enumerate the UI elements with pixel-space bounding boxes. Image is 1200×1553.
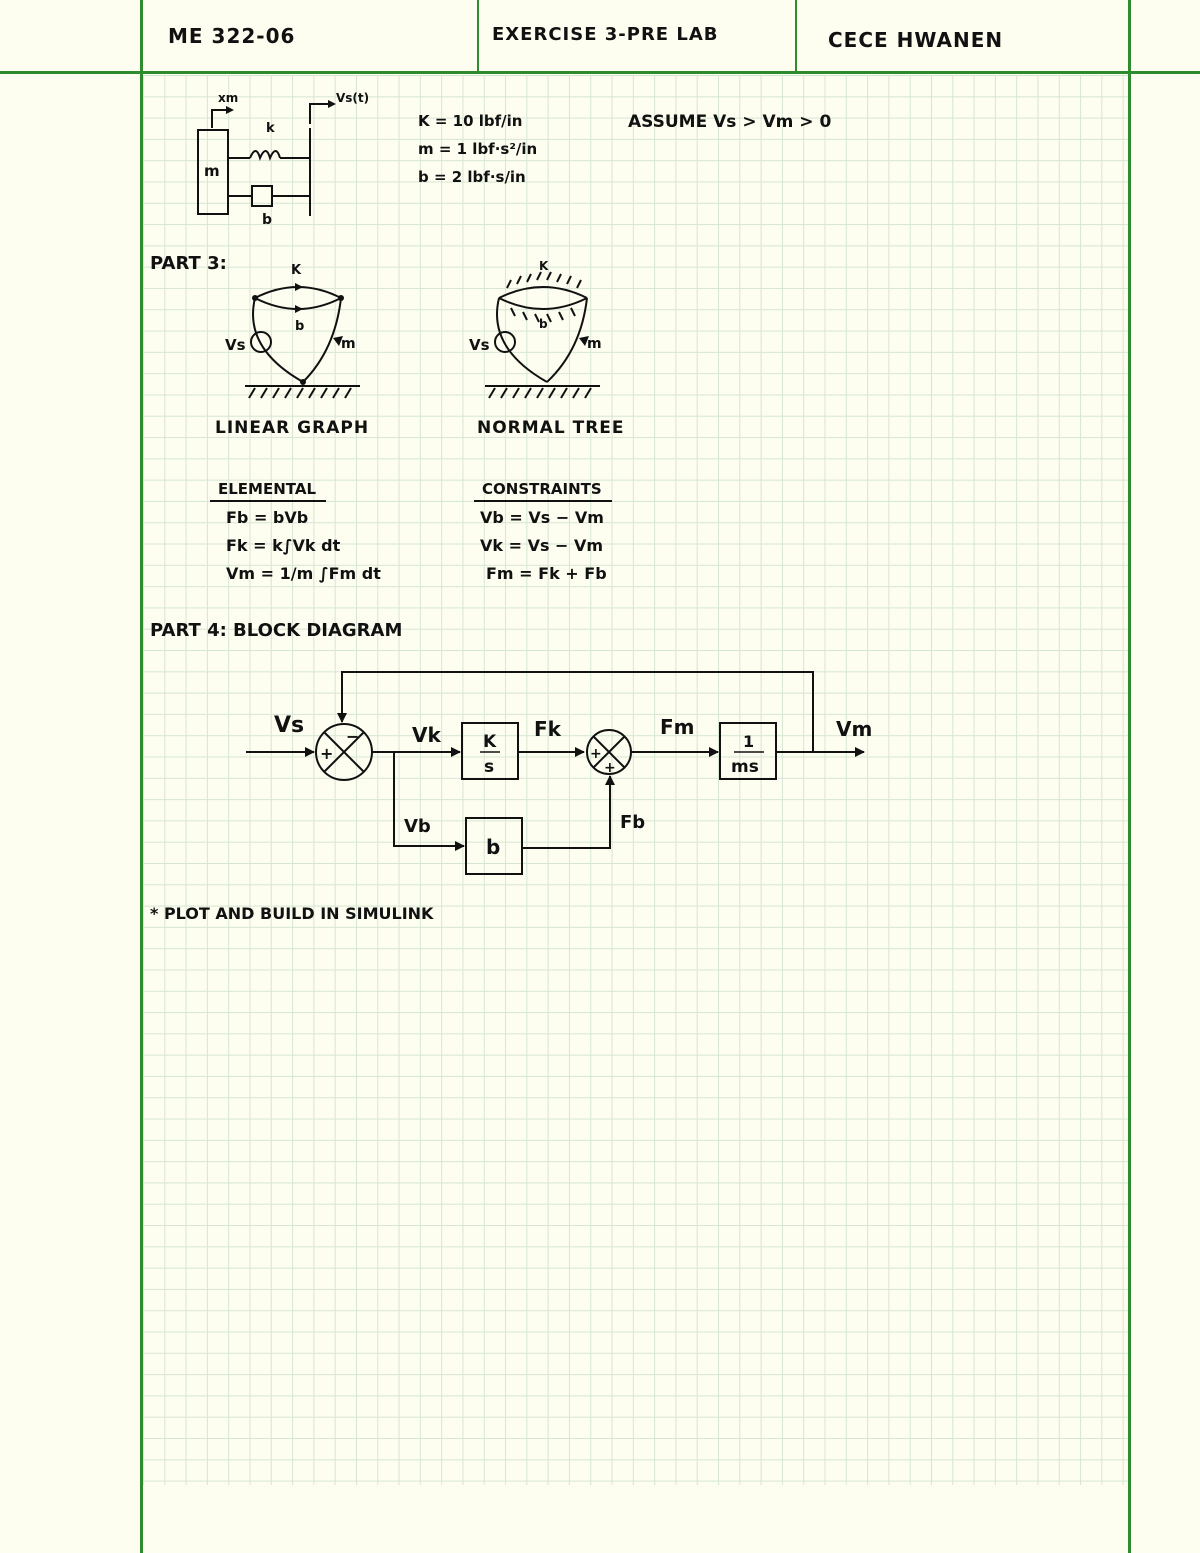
lg-m-label: m [341, 336, 356, 352]
header-divider [477, 0, 479, 73]
assumption: ASSUME Vs > Vm > 0 [628, 112, 832, 132]
sum2-plus-sign: + [590, 746, 602, 762]
part4-heading: PART 4: BLOCK DIAGRAM [150, 620, 403, 641]
param-k: K = 10 lbf/in [418, 112, 523, 130]
signal-vb-label: Vb [404, 816, 431, 837]
vs-label: Vs(t) [336, 91, 369, 105]
k-block-denominator: s [484, 757, 494, 777]
constraint-eq-2: Vk = Vs − Vm [480, 536, 604, 555]
constraint-eq-3: Fm = Fk + Fb [486, 564, 607, 583]
linear-graph-caption: LINEAR GRAPH [215, 418, 370, 438]
graph-paper-grid [143, 75, 1128, 1485]
param-b: b = 2 lbf·s/in [418, 168, 526, 186]
m-block-denominator: ms [731, 757, 759, 777]
normal-tree: K b Vs m [469, 259, 602, 399]
linear-graph: K b Vs m [225, 263, 360, 399]
xm-label: xm [218, 91, 238, 105]
elemental-eq-1: Fb = bVb [226, 508, 309, 527]
sum1-plus-sign: + [320, 744, 333, 763]
k-label: k [266, 121, 275, 136]
m-label: m [204, 162, 220, 180]
normal-tree-caption: NORMAL TREE [477, 418, 625, 438]
nt-vs-label: Vs [469, 336, 490, 354]
nt-b-label: b [539, 317, 548, 331]
signal-vs-label: Vs [274, 713, 304, 738]
b-block-label: b [486, 835, 500, 859]
right-margin-line [1128, 0, 1131, 1553]
nt-m-label: m [587, 336, 602, 352]
simulink-note: * PLOT AND BUILD IN SIMULINK [150, 904, 434, 923]
param-m: m = 1 lbf·s²/in [418, 140, 538, 158]
lg-vs-label: Vs [225, 336, 246, 354]
course-number: ME 322-06 [168, 24, 296, 48]
constraint-eq-1: Vb = Vs − Vm [480, 508, 604, 527]
mass-spring-damper-sketch: xm Vs(t) k m b [197, 91, 369, 228]
exercise-title: EXERCISE 3-PRE LAB [492, 24, 719, 45]
signal-fm-label: Fm [660, 715, 695, 739]
elemental-eq-2: Fk = k∫Vk dt [226, 536, 341, 555]
header-divider [795, 0, 797, 73]
block-diagram: Vs Vk Fk Fm Vm Vb Fb K s 1 ms b + − + + [246, 671, 872, 875]
sum2-plus-sign: + [604, 760, 616, 776]
lg-k-label: K [291, 263, 302, 278]
left-margin-line [140, 0, 143, 1553]
elemental-eq-3: Vm = 1/m ∫Fm dt [226, 564, 381, 583]
elemental-heading: ELEMENTAL [210, 480, 327, 502]
student-name: CECE HWANEN [828, 28, 1004, 52]
part3-heading: PART 3: [150, 253, 227, 274]
header-line [0, 71, 1200, 74]
signal-vk-label: Vk [412, 723, 441, 747]
sum1-minus-sign: − [346, 727, 359, 746]
m-block-numerator: 1 [743, 732, 754, 751]
constraints-heading: CONSTRAINTS [474, 480, 612, 502]
b-label: b [262, 212, 272, 228]
signal-fb-label: Fb [620, 812, 645, 833]
lg-b-label: b [295, 319, 304, 334]
k-block-numerator: K [483, 732, 497, 752]
nt-k-label: K [539, 259, 549, 273]
signal-vm-label: Vm [836, 717, 872, 741]
signal-fk-label: Fk [534, 717, 562, 741]
